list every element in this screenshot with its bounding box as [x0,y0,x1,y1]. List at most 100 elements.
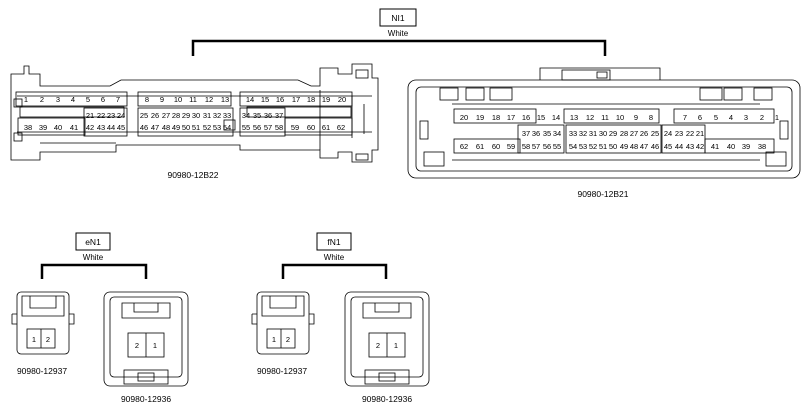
pin-label: 33 [223,111,231,120]
pin-label: 62 [460,142,468,151]
pin-label: 15 [261,95,269,104]
pin-label: 15 [537,113,545,122]
pin-label: 61 [322,123,330,132]
pin-label: 52 [203,123,211,132]
pin-label: 54 [223,123,231,132]
pin-label: 5 [714,113,718,122]
connector-fn1-12936 [344,291,430,387]
ni1-header: NI1 White [191,8,607,56]
pin-label: 49 [620,142,628,151]
pin-label: 14 [246,95,254,104]
pin-label: 52 [589,142,597,151]
ni1-tag: NI1 [391,13,405,23]
pins-12b21 [453,108,775,154]
pin-label: 45 [664,142,672,151]
pin-label: 21 [86,111,94,120]
pin-label: 37 [275,111,283,120]
pin-label: 2 [40,95,44,104]
pin-label: 1 [153,341,157,350]
pin-label: 25 [140,111,148,120]
pin-label: 19 [322,95,330,104]
pin-label: 23 [675,129,683,138]
part-number-en1-left: 90980-12937 [17,366,67,376]
pin-label: 57 [264,123,272,132]
pin-label: 53 [213,123,221,132]
pin-label: 56 [253,123,261,132]
part-number-en1-right: 90980-12936 [121,394,171,404]
pin-label: 6 [101,95,105,104]
pin-label: 31 [203,111,211,120]
pin-label: 53 [579,142,587,151]
pin-label: 47 [640,142,648,151]
fn1-color: White [324,253,345,262]
pin-label: 27 [630,129,638,138]
connector-en1-12936 [103,291,189,387]
pin-label: 32 [579,129,587,138]
pin-label: 7 [116,95,120,104]
pin-label: 51 [192,123,200,132]
pin-label: 20 [338,95,346,104]
pin-label: 2 [376,341,380,350]
pin-label: 56 [543,142,551,151]
pin-label: 45 [117,123,125,132]
pin-label: 48 [630,142,638,151]
pin-label: 19 [476,113,484,122]
pin-label: 13 [221,95,229,104]
pin-label: 31 [589,129,597,138]
fn1-tag: fN1 [327,237,341,247]
pin-label: 16 [522,113,530,122]
pin-label: 50 [609,142,617,151]
pin-label: 9 [160,95,164,104]
part-number-12b21: 90980-12B21 [577,189,628,199]
pin-label: 35 [253,111,261,120]
part-number-fn1-right: 90980-12936 [362,394,412,404]
pin-label: 3 [56,95,60,104]
pin-label: 6 [698,113,702,122]
pin-label: 7 [683,113,687,122]
pin-label: 1 [775,113,779,122]
pin-label: 39 [742,142,750,151]
pin-label: 49 [172,123,180,132]
pin-label: 34 [553,129,561,138]
pin-label: 1 [272,335,276,344]
pin-label: 34 [242,111,250,120]
pin-label: 36 [264,111,272,120]
pin-label: 38 [24,123,32,132]
pin-label: 43 [686,142,694,151]
pin-label: 5 [86,95,90,104]
pin-label: 54 [569,142,577,151]
pin-label: 2 [135,341,139,350]
pin-label: 28 [172,111,180,120]
pin-label: 62 [337,123,345,132]
pin-label: 50 [182,123,190,132]
pin-label: 57 [532,142,540,151]
pin-label: 18 [307,95,315,104]
pin-label: 21 [696,129,704,138]
pin-label: 12 [586,113,594,122]
pin-label: 25 [651,129,659,138]
pin-label: 59 [291,123,299,132]
pin-labels-12b21: 20 19 18 17 16 15 14 13 12 11 10 9 8 7 6… [460,113,779,151]
pin-label: 8 [145,95,149,104]
pin-label: 59 [507,142,515,151]
pin-labels-12b22: 1 2 3 4 5 6 7 8 9 10 11 12 13 14 15 16 1… [24,95,346,132]
pins-12b22 [15,91,353,137]
connector-12b21 [407,67,801,179]
pin-label: 44 [107,123,115,132]
pin-label: 23 [107,111,115,120]
pin-label: 38 [758,142,766,151]
pin-label: 42 [86,123,94,132]
pin-label: 35 [543,129,551,138]
pin-label: 58 [522,142,530,151]
pin-label: 20 [460,113,468,122]
pin-label: 14 [552,113,560,122]
pin-label: 10 [174,95,182,104]
part-number-12b22: 90980-12B22 [167,170,218,180]
connector-12b22 [10,63,379,163]
pin-label: 11 [189,95,197,104]
pin-label: 39 [39,123,47,132]
pin-label: 9 [634,113,638,122]
pin-label: 2 [286,335,290,344]
pin-label: 41 [70,123,78,132]
